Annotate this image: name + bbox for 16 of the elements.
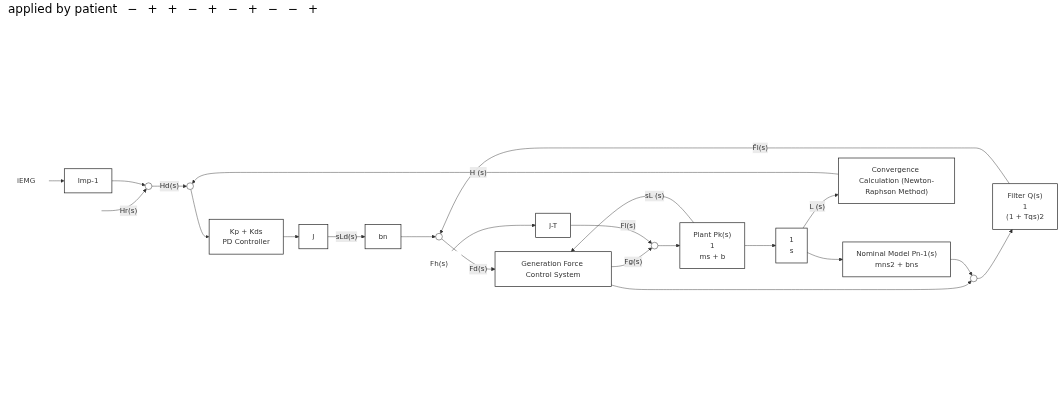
sign-label: − xyxy=(267,2,278,16)
node-circle xyxy=(186,182,194,190)
sign-label: − xyxy=(287,2,298,16)
sign-label: + xyxy=(207,2,218,16)
sign-label: − xyxy=(187,2,198,16)
sign-label: + xyxy=(307,2,318,16)
node-circle xyxy=(651,242,659,250)
node-circle xyxy=(144,182,153,190)
sign-label: + xyxy=(167,2,178,16)
sign-label: − xyxy=(127,2,138,16)
sign-label: applied by patient xyxy=(8,2,118,16)
node-circle xyxy=(970,274,978,282)
sign-label: − xyxy=(227,2,238,16)
sign-label: + xyxy=(147,2,158,16)
sign-label: + xyxy=(247,2,258,16)
node-circle xyxy=(435,233,443,241)
